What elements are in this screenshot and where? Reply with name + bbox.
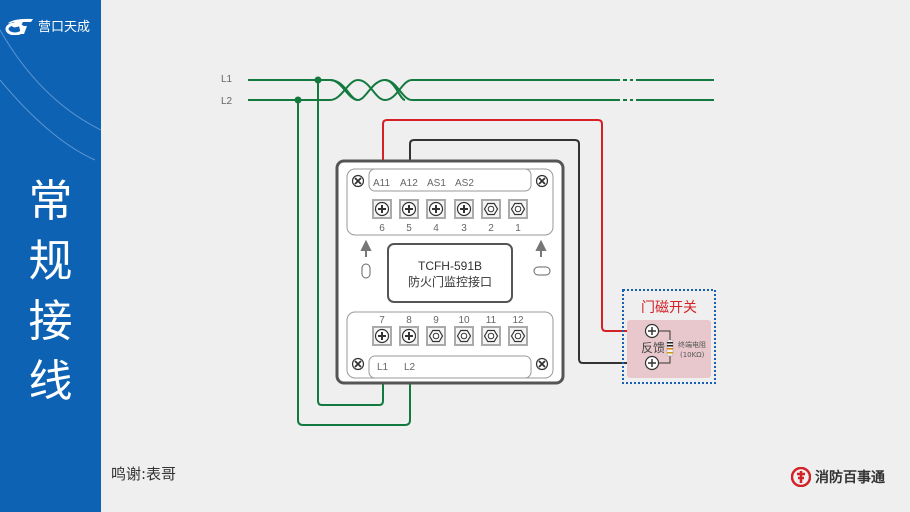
- module-tcfh-591b: A11 A12 AS1 AS2 6 5 4 3 2 1 TCFH-591B 防火…: [335, 159, 565, 385]
- terminal-number: 6: [379, 223, 385, 234]
- terminal-number: 3: [461, 223, 467, 234]
- terminal-number: 11: [486, 315, 497, 326]
- terminal-number: 8: [406, 315, 412, 326]
- terminal-hex-icon: [481, 326, 501, 346]
- top-label: A11: [373, 178, 390, 189]
- terminal-number: 5: [406, 223, 412, 234]
- terminal-hex-icon: [481, 199, 501, 219]
- title-char: 常: [28, 176, 73, 227]
- module-name: 防火门监控接口: [408, 274, 492, 289]
- sidebar: 营口天成 常 规 接 线: [0, 0, 101, 512]
- terminal-hex-icon: [426, 326, 446, 346]
- wire-l2-to-module: [297, 100, 411, 426]
- title-char: 线: [28, 356, 73, 407]
- top-label: A12: [400, 178, 418, 189]
- terminal-number: 9: [433, 315, 439, 326]
- terminal-number: 2: [488, 223, 494, 234]
- title-char: 接: [28, 296, 73, 347]
- terminal-number: 1: [515, 223, 521, 234]
- terminal-number: 4: [433, 223, 439, 234]
- credit-text: 鸣谢:表哥: [111, 465, 177, 483]
- bus-label-l2: L2: [221, 96, 233, 107]
- page-title: 常 规 接 线: [0, 172, 101, 412]
- decorative-arcs: [0, 29, 101, 161]
- black-wire: [409, 139, 650, 364]
- terminal-number: 7: [379, 315, 385, 326]
- bus-wire-l2: [248, 78, 620, 102]
- brand-name: 营口天成: [38, 20, 91, 35]
- door-magnetic-switch: 门磁开关 反馈 终端电阻 (10KΩ): [622, 289, 716, 384]
- module-model: TCFH-591B: [418, 259, 482, 273]
- tiancheng-logo-icon: [5, 18, 33, 35]
- terminal-screw-icon: [454, 199, 474, 219]
- footer-logo: 消防百事通: [791, 467, 885, 487]
- bus-label-l1: L1: [221, 74, 233, 85]
- bottom-label: L2: [404, 362, 416, 373]
- terminal-hex-icon: [508, 326, 528, 346]
- brand: 营口天成: [5, 16, 90, 35]
- red-wire: [382, 119, 650, 332]
- resistor-label: 终端电阻: [678, 340, 706, 349]
- terminal-hex-icon: [508, 199, 528, 219]
- terminal-screw-icon: [399, 199, 419, 219]
- terminal-screw-icon: [372, 326, 392, 346]
- terminal-number: 12: [512, 315, 524, 326]
- top-label: AS2: [455, 178, 474, 189]
- terminal-screw-icon: [399, 326, 419, 346]
- feedback-label: 反馈: [641, 341, 665, 355]
- resistor-icon: [666, 339, 674, 357]
- mount-slot-vertical: [361, 263, 371, 279]
- mount-screw-icon: [535, 174, 549, 188]
- bus-break-marks: [623, 79, 714, 101]
- mount-screw-icon: [535, 357, 549, 371]
- switch-title: 门磁开关: [641, 300, 697, 316]
- mount-screw-icon: [351, 357, 365, 371]
- up-arrow-icon: [535, 239, 547, 257]
- wire-l1-to-module: [317, 80, 384, 406]
- terminal-hex-icon: [454, 326, 474, 346]
- resistor-value: (10KΩ): [680, 351, 705, 359]
- fire-hydrant-logo-icon: [791, 467, 811, 487]
- terminal-screw-icon: [372, 199, 392, 219]
- terminal-number: 10: [458, 315, 470, 326]
- bottom-label: L1: [377, 362, 389, 373]
- top-label: AS1: [427, 178, 446, 189]
- terminal-screw-icon: [426, 199, 446, 219]
- footer-logo-name: 消防百事通: [815, 470, 885, 486]
- title-char: 规: [28, 236, 73, 287]
- up-arrow-icon: [360, 239, 372, 257]
- mount-slot-horizontal: [533, 266, 551, 276]
- mount-screw-icon: [351, 174, 365, 188]
- bus-wire-l1: [248, 79, 620, 102]
